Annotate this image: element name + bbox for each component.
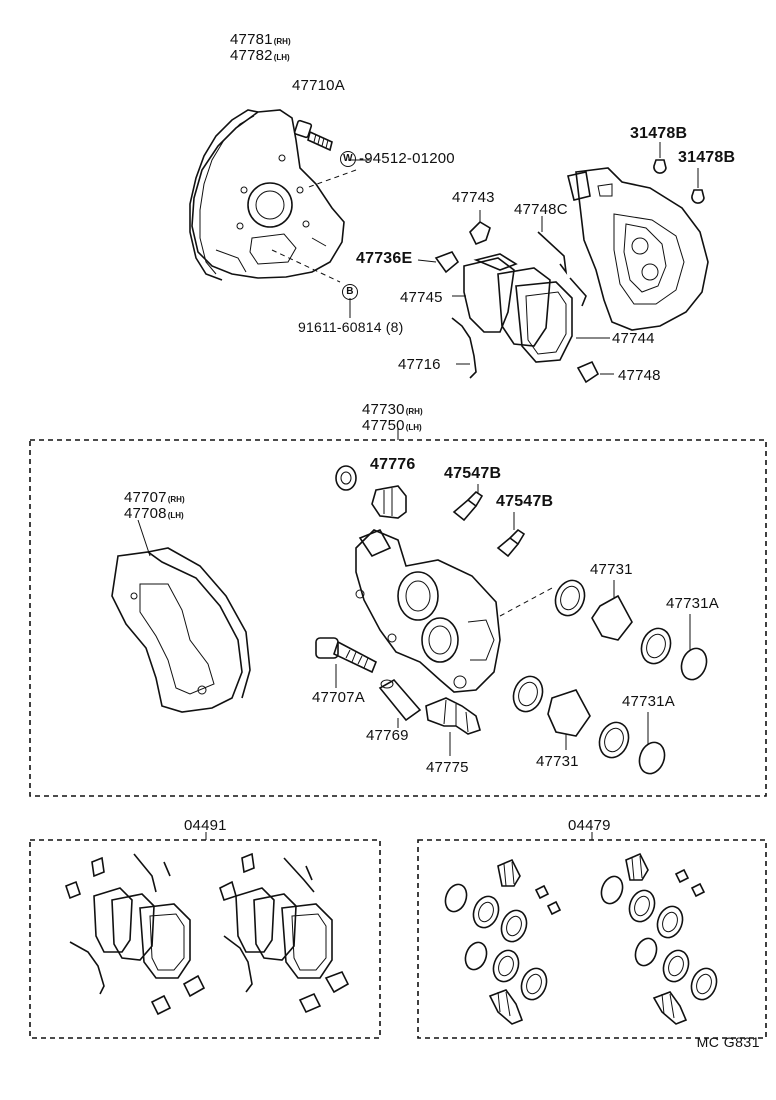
label-washer: W-94512-01200 xyxy=(340,150,455,168)
diagram-code: MC G831 xyxy=(696,1034,760,1050)
splash-shield-drawing xyxy=(189,109,345,281)
label-slide-pin-47775: 47775 xyxy=(426,759,469,776)
pad-kit-box xyxy=(29,839,381,1039)
clip-47743-drawing xyxy=(469,210,491,246)
label-47708: 47708 xyxy=(124,504,167,522)
spring-47748c-drawing xyxy=(537,216,587,307)
label-piston-47731-top: 47731 xyxy=(590,561,633,578)
label-bleeder-47547b-2: 47547B xyxy=(496,493,554,510)
cap-31478b-drawing xyxy=(653,142,705,204)
caliper-assembly-box xyxy=(29,439,767,797)
mounting-47707-drawing xyxy=(111,519,251,713)
label-splash-shield: 47781(RH) 47782(LH) xyxy=(230,32,291,64)
label-caliper-rh-suffix: (RH) xyxy=(405,407,423,416)
label-anti-squeal-47744: 47744 xyxy=(612,330,655,347)
label-piston-47731-bottom: 47731 xyxy=(536,753,579,770)
washer-leader xyxy=(305,169,357,189)
label-47750: 47750 xyxy=(362,416,405,434)
boot-47776-drawing xyxy=(335,465,407,519)
slide-pin-47775-drawing xyxy=(425,697,481,756)
label-caliper-assembly: 47730(RH) 47750(LH) xyxy=(362,402,423,434)
bleeder-47547b-drawing-2 xyxy=(496,512,526,558)
label-seal-47731a-bottom: 47731A xyxy=(622,693,675,710)
label-bushing-47769: 47769 xyxy=(366,727,409,744)
label-94512-01200: 94512-01200 xyxy=(364,150,455,167)
piston-top-leader xyxy=(499,587,553,617)
piston-top-drawing xyxy=(554,579,708,681)
label-caliper-lh-suffix: (LH) xyxy=(405,422,422,432)
label-cap-31478b-1: 31478B xyxy=(630,125,688,142)
clip-47748-drawing xyxy=(576,360,614,384)
label-47707: 47707 xyxy=(124,489,167,506)
wear-indicator-47716-drawing xyxy=(451,317,477,379)
seal-kit-contents xyxy=(444,852,718,1025)
label-mounting-rh-suffix: (RH) xyxy=(167,495,185,504)
label-seal-kit-04479: 04479 xyxy=(568,817,611,834)
label-mounting-lh-suffix: (LH) xyxy=(167,510,184,520)
label-pad-47745: 47745 xyxy=(400,289,443,306)
label-clip-47748: 47748 xyxy=(618,367,661,384)
label-pad-kit-04491: 04491 xyxy=(184,817,227,834)
label-47781: 47781 xyxy=(230,31,273,48)
slide-bolt-47707a-drawing xyxy=(315,637,378,688)
label-91611-60814: 91611-60814 (8) xyxy=(298,319,404,335)
bolt-b-marker-icon: B xyxy=(342,284,358,301)
label-clip-47743: 47743 xyxy=(452,189,495,206)
seal-kit-box xyxy=(417,839,767,1039)
label-wear-indicator-47716: 47716 xyxy=(398,356,441,373)
pad-kit-contents xyxy=(65,852,350,1016)
label-clip-47736e: 47736E xyxy=(356,250,413,267)
label-cap-31478b-2: 31478B xyxy=(678,149,736,166)
piston-bottom-drawing xyxy=(512,675,666,775)
label-bolt-47710a: 47710A xyxy=(292,77,345,94)
label-lh-suffix: (LH) xyxy=(273,52,290,62)
label-47782: 47782 xyxy=(230,46,273,64)
label-bleeder-47547b-1: 47547B xyxy=(444,465,502,482)
brake-pads-drawing xyxy=(452,253,610,363)
caliper-top-drawing xyxy=(567,167,709,331)
label-47730: 47730 xyxy=(362,401,405,418)
bleeder-47547b-drawing-1 xyxy=(452,484,484,522)
bushing-47769-drawing xyxy=(378,678,422,728)
label-spring-47748c: 47748C xyxy=(514,201,568,218)
label-rh-suffix: (RH) xyxy=(273,37,291,46)
clip-47736e-drawing xyxy=(417,251,460,274)
label-bolt-b-marker: B xyxy=(342,284,361,301)
label-boot-47776: 47776 xyxy=(370,456,416,473)
caliper-middle-drawing xyxy=(355,528,501,693)
label-slide-bolt-47707a: 47707A xyxy=(312,689,365,706)
label-mounting: 47707(RH) 47708(LH) xyxy=(124,490,185,522)
bolt-47710a-drawing xyxy=(293,119,333,152)
washer-marker-icon: W xyxy=(340,151,356,168)
bolt-b-leader xyxy=(271,249,341,283)
label-seal-47731a-top: 47731A xyxy=(666,595,719,612)
